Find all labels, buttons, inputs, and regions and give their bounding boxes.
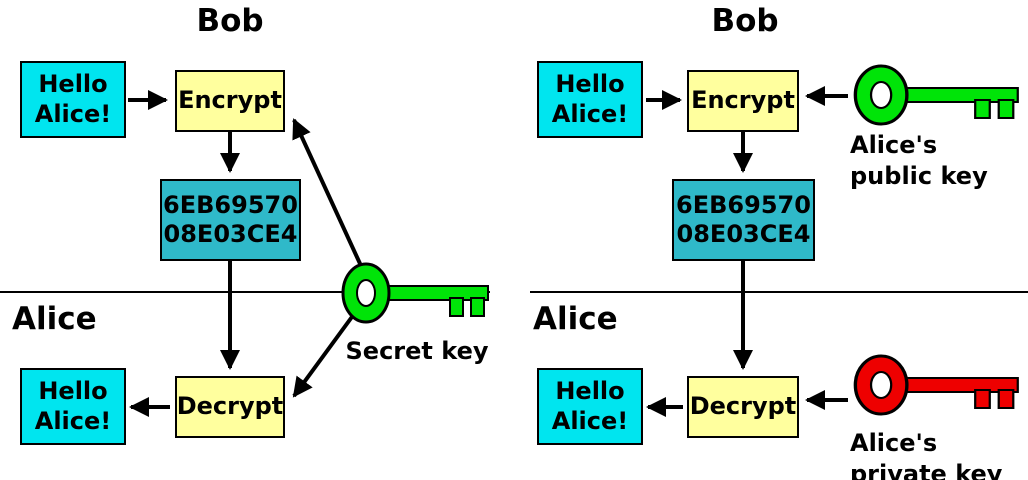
right-ciphertext-box: 6EB69570 08E03CE4	[672, 179, 815, 261]
private-key-label: Alice's private key	[850, 429, 1003, 480]
left-decrypt-box: Decrypt	[175, 376, 285, 438]
arrow-secret-key-to-encrypt	[292, 118, 364, 269]
private-key-icon	[853, 354, 1019, 416]
left-plaintext-bottom-box: Hello Alice!	[20, 368, 126, 445]
public-key-icon	[853, 64, 1019, 126]
left-ciphertext-box: 6EB69570 08E03CE4	[160, 179, 301, 261]
left-plaintext-top-box: Hello Alice!	[20, 61, 126, 138]
public-key-label: Alice's public key	[850, 131, 988, 191]
right-plaintext-top-box: Hello Alice!	[537, 61, 643, 138]
right-receiver-title: Alice	[533, 301, 618, 337]
right-plaintext-bottom-box: Hello Alice!	[537, 368, 643, 445]
secret-key-label: Secret key	[345, 337, 489, 365]
left-receiver-title: Alice	[12, 301, 97, 337]
left-encrypt-box: Encrypt	[175, 70, 285, 132]
secret-key-icon	[341, 262, 489, 324]
left-sender-title: Bob	[196, 3, 264, 39]
right-sender-title: Bob	[711, 3, 779, 39]
right-decrypt-box: Decrypt	[687, 376, 799, 438]
arrow-secret-key-to-decrypt	[292, 308, 359, 398]
right-encrypt-box: Encrypt	[687, 70, 799, 132]
